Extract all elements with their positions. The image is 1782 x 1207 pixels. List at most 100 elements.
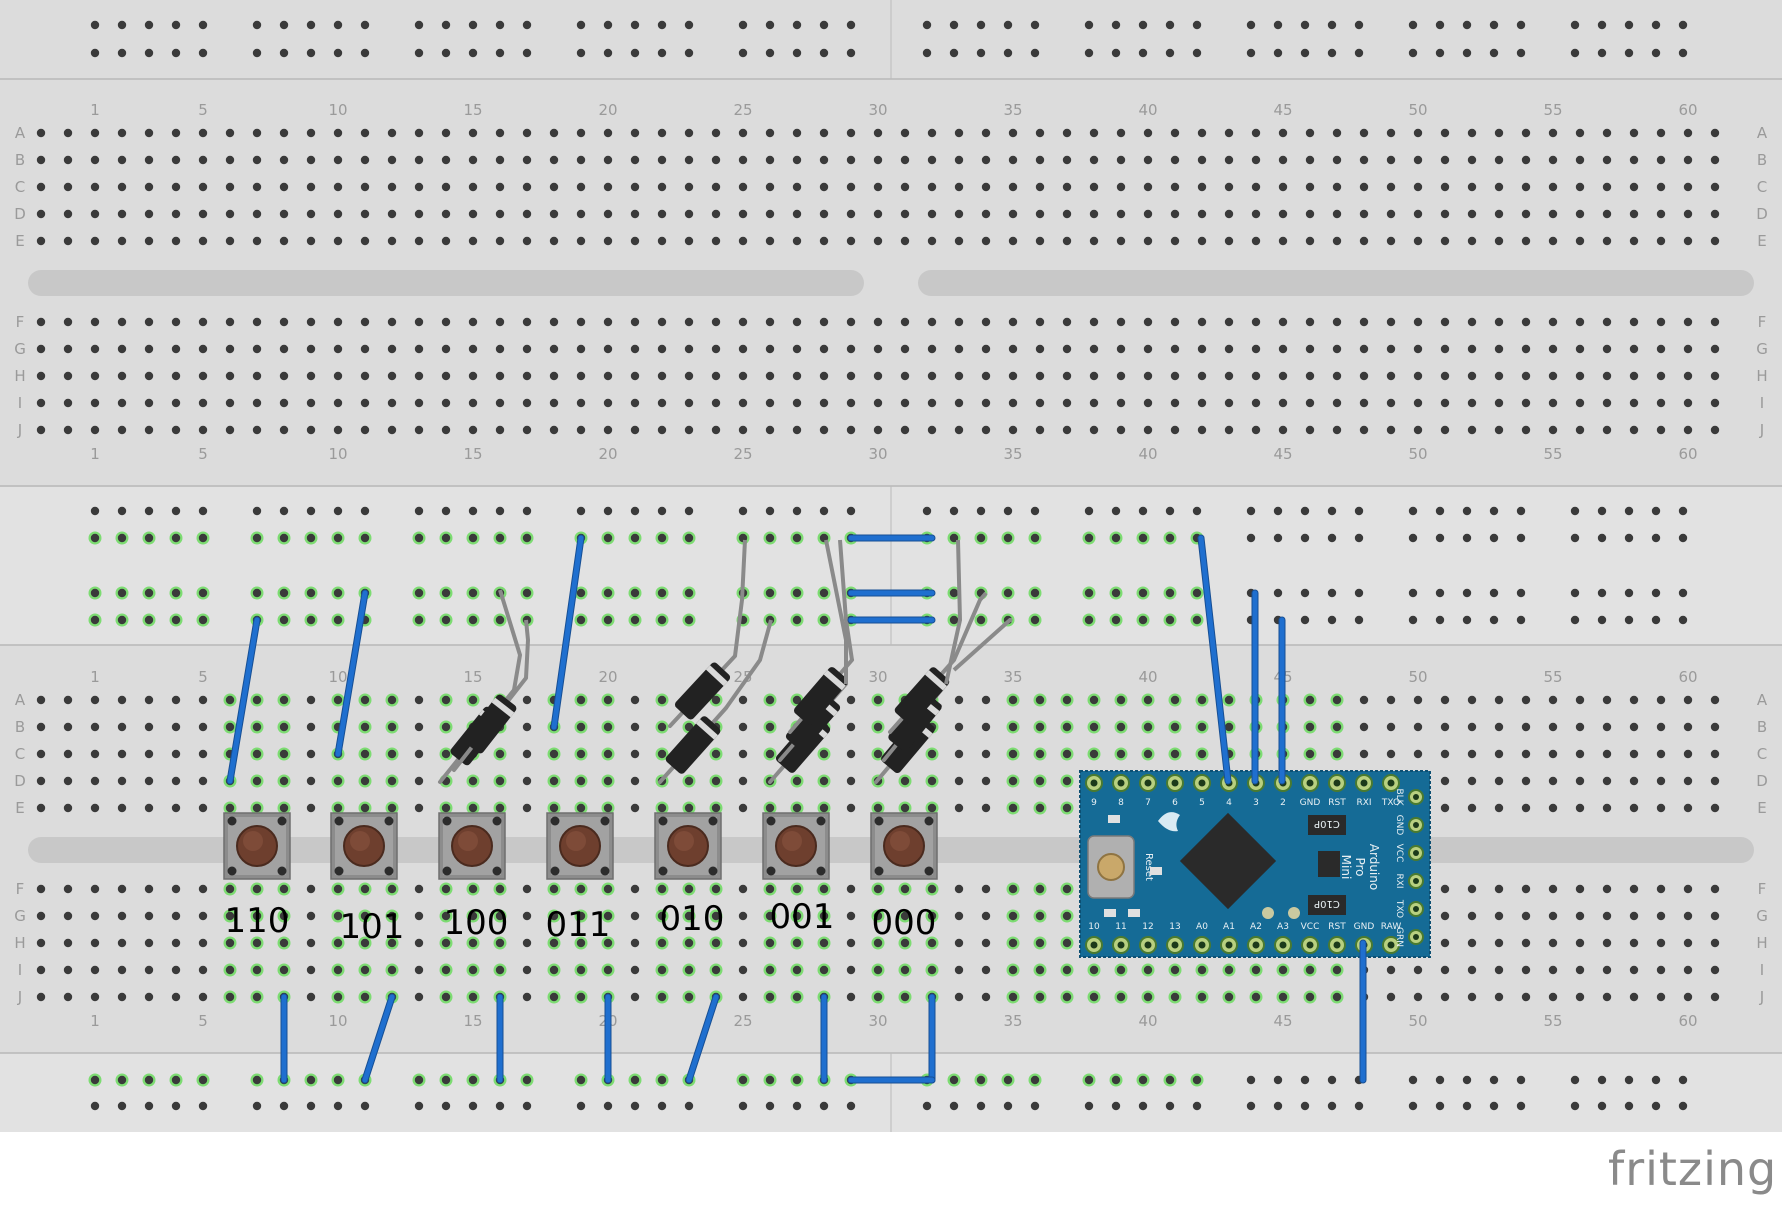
bottom-main-hole	[873, 749, 883, 759]
top-rail-hole	[1300, 20, 1310, 30]
bottom-main-hole	[954, 803, 964, 813]
column-number: 45	[1273, 101, 1292, 119]
pin-label: GND	[1300, 798, 1321, 808]
bottom-main-hole	[144, 749, 154, 759]
bottom-rail-hole	[1435, 1075, 1445, 1085]
top-main-hole	[954, 128, 964, 138]
column-number: 15	[463, 445, 482, 463]
top-main-hole	[1332, 236, 1342, 246]
button-pin	[874, 816, 884, 826]
header-pin-hole	[1117, 779, 1125, 787]
top-main-hole	[279, 398, 289, 408]
bottom-main-hole	[144, 722, 154, 732]
bottom-main-hole	[468, 695, 478, 705]
bottom-rail-hole	[1111, 1075, 1121, 1085]
bottom-main-hole	[360, 992, 370, 1002]
bottom-main-hole	[873, 938, 883, 948]
bottom-rail-hole	[279, 1101, 289, 1111]
row-letter: E	[15, 799, 24, 817]
top-main-hole	[522, 155, 532, 165]
top-rail-hole	[949, 20, 959, 30]
top-main-hole	[1116, 317, 1126, 327]
bottom-rail-hole	[1516, 1101, 1526, 1111]
bottom-main-hole	[1440, 749, 1450, 759]
bottom-main-hole	[279, 938, 289, 948]
bottom-rail-hole	[144, 1101, 154, 1111]
bottom-main-hole	[522, 884, 532, 894]
top-main-hole	[414, 371, 424, 381]
top-rail-hole	[333, 48, 343, 58]
mid-rail-hole	[1516, 588, 1526, 598]
bottom-rail-hole	[198, 1075, 208, 1085]
pin-label: VCC	[1394, 844, 1404, 863]
mid-rail-hole	[306, 588, 316, 598]
bottom-main-hole	[873, 722, 883, 732]
column-number: 30	[868, 101, 887, 119]
mid-rail-hole	[522, 506, 532, 516]
top-main-hole	[441, 236, 451, 246]
top-main-hole	[1008, 236, 1018, 246]
bottom-main-hole	[360, 965, 370, 975]
top-rail-hole	[1246, 48, 1256, 58]
bottom-main-hole	[549, 938, 559, 948]
top-rail-hole	[171, 48, 181, 58]
button-pin	[708, 816, 718, 826]
bottom-main-hole	[225, 992, 235, 1002]
bottom-main-hole	[198, 992, 208, 1002]
top-main-hole	[171, 182, 181, 192]
bottom-main-hole	[603, 965, 613, 975]
bottom-main-hole	[900, 911, 910, 921]
bottom-rail-hole	[1030, 1101, 1040, 1111]
top-main-hole	[1062, 371, 1072, 381]
bottom-main-hole	[1467, 749, 1477, 759]
bottom-main-hole	[117, 911, 127, 921]
top-main-hole	[306, 155, 316, 165]
top-main-hole	[576, 425, 586, 435]
top-rail-hole	[949, 48, 959, 58]
top-main-hole	[846, 182, 856, 192]
top-main-hole	[1386, 317, 1396, 327]
bottom-main-hole	[1710, 884, 1720, 894]
bottom-main-hole	[414, 884, 424, 894]
bottom-rail-hole	[765, 1101, 775, 1111]
top-rail-hole	[252, 20, 262, 30]
bottom-main-hole	[1575, 938, 1585, 948]
bottom-main-hole	[819, 803, 829, 813]
top-main-hole	[144, 425, 154, 435]
bottom-main-hole	[252, 776, 262, 786]
column-number: 40	[1138, 668, 1157, 686]
bottom-main-hole	[1386, 695, 1396, 705]
top-main-hole	[306, 371, 316, 381]
pin-label: 3	[1253, 798, 1259, 808]
top-main-hole	[1683, 425, 1693, 435]
mid-rail-hole	[1597, 533, 1607, 543]
mid-rail-hole	[976, 506, 986, 516]
top-main-hole	[1251, 128, 1261, 138]
bottom-main-hole	[387, 722, 397, 732]
top-main-hole	[1224, 236, 1234, 246]
top-main-hole	[1143, 371, 1153, 381]
top-main-hole	[1386, 398, 1396, 408]
row-letter: C	[15, 745, 25, 763]
top-main-hole	[36, 317, 46, 327]
bottom-main-hole	[765, 722, 775, 732]
top-rail-hole	[198, 20, 208, 30]
top-rail-hole	[976, 48, 986, 58]
bottom-main-hole	[1521, 695, 1531, 705]
top-main-hole	[1602, 371, 1612, 381]
bottom-main-hole	[1386, 992, 1396, 1002]
top-main-hole	[1629, 425, 1639, 435]
bottom-main-hole	[360, 803, 370, 813]
top-main-hole	[1170, 371, 1180, 381]
bottom-main-hole	[846, 803, 856, 813]
bottom-main-hole	[90, 884, 100, 894]
bottom-main-hole	[63, 992, 73, 1002]
top-main-hole	[738, 425, 748, 435]
diode-cathode-band	[705, 665, 728, 686]
mid-rail-hole	[144, 506, 154, 516]
bottom-main-hole	[630, 749, 640, 759]
pin-label: 13	[1169, 922, 1180, 932]
mid-rail-hole	[603, 506, 613, 516]
top-main-hole	[1170, 236, 1180, 246]
top-main-hole	[36, 155, 46, 165]
